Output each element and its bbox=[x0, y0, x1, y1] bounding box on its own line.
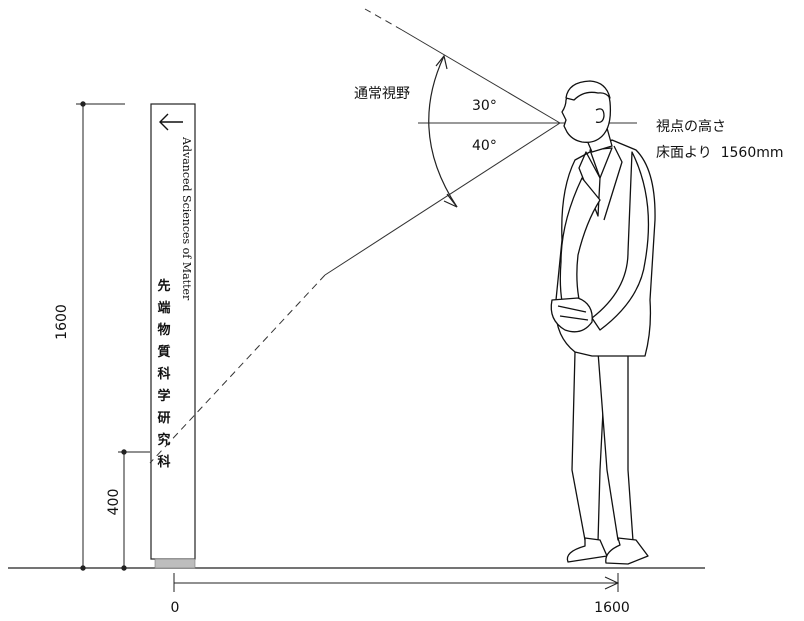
sign-char: 科 bbox=[157, 366, 170, 382]
down-angle-label: 40° bbox=[472, 138, 497, 154]
sign-char: 学 bbox=[157, 388, 170, 404]
sign-char: 物 bbox=[157, 322, 170, 338]
lower-sight-line bbox=[324, 122, 561, 276]
upper-sight-line bbox=[401, 29, 561, 124]
sign-char: 科 bbox=[157, 454, 170, 470]
height-dimension bbox=[76, 101, 125, 571]
low-label: 400 bbox=[106, 489, 122, 516]
sign-char: 研 bbox=[157, 411, 170, 426]
lower-sight-dashed bbox=[149, 274, 326, 464]
upper-sight-dashed bbox=[364, 8, 403, 31]
standing-person bbox=[550, 80, 656, 565]
sign-char: 端 bbox=[157, 300, 170, 316]
sign-japanese-text: 先 端 物 質 科 学 研 究 科 bbox=[157, 278, 170, 470]
field-of-view-arc bbox=[428, 54, 458, 208]
up-angle-label: 30° bbox=[472, 98, 497, 114]
sign-english-text: Advanced Sciences of Matter bbox=[180, 136, 193, 301]
vision-title: 通常視野 bbox=[354, 86, 410, 102]
sign-arrow-icon bbox=[159, 113, 183, 131]
sign-pillar bbox=[150, 103, 196, 560]
distance-end-label: 1600 bbox=[594, 600, 630, 616]
sign-base bbox=[154, 558, 196, 569]
sign-char: 先 bbox=[157, 278, 170, 294]
eye-height-value: 床面より 1560mm bbox=[656, 145, 784, 161]
low-dimension bbox=[118, 449, 150, 571]
distance-dimension bbox=[173, 573, 620, 592]
eye-height-label: 視点の高さ bbox=[656, 118, 726, 135]
sign-char: 質 bbox=[157, 344, 170, 360]
height-label: 1600 bbox=[54, 304, 70, 340]
distance-start-label: 0 bbox=[171, 600, 180, 616]
sign-char: 究 bbox=[157, 432, 170, 448]
